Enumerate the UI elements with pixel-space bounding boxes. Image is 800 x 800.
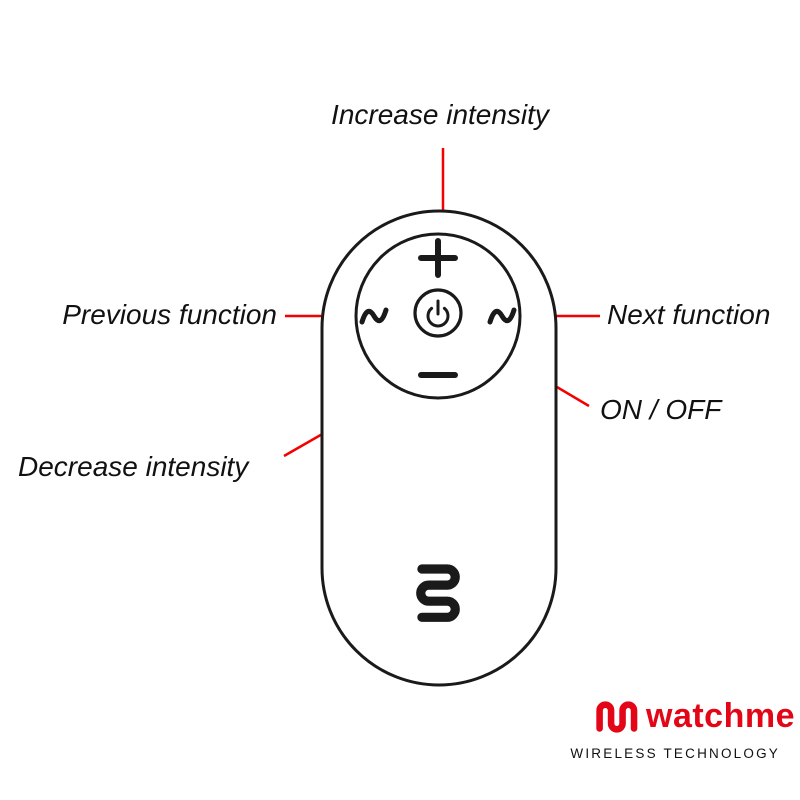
on-off-label: ON / OFF (600, 394, 722, 425)
plus-icon (418, 238, 458, 278)
device-body (320, 209, 558, 687)
decrease-intensity-label: Decrease intensity (18, 451, 249, 482)
brand-name: watchme (646, 697, 795, 735)
control-pad-circle (354, 232, 522, 400)
wave-left-icon (359, 307, 389, 325)
next-function-label: Next function (607, 299, 771, 330)
control-pad (359, 238, 517, 378)
previous-function-label: Previous function (62, 299, 277, 330)
brand-tagline: WIRELESS TECHNOLOGY (570, 746, 780, 761)
power-icon (413, 288, 463, 338)
increase-intensity-label: Increase intensity (331, 99, 549, 130)
wave-right-icon (487, 307, 517, 325)
device-logo watchme-squiggle-icon (416, 564, 460, 622)
brand-mark watchme-squiggle-icon (596, 701, 638, 733)
